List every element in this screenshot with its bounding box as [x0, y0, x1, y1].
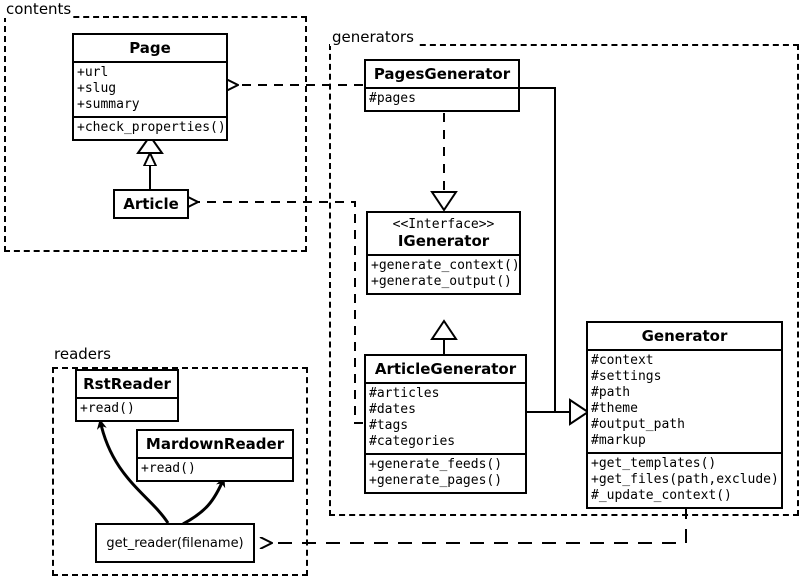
divider [368, 254, 519, 256]
class-mardownreader-operations: +read() [138, 459, 292, 480]
line-articlegenerator-depends-article [198, 202, 363, 424]
attribute-row: #output_path [591, 417, 685, 432]
divider [366, 382, 525, 384]
attribute-row: #articles [369, 386, 440, 401]
class-igenerator-stereotype: <<Interface>> [392, 217, 495, 232]
arrowhead-article-inherits-page [136, 134, 164, 154]
class-pagesgenerator[interactable]: PagesGenerator #pages [364, 59, 520, 112]
divider [366, 453, 525, 455]
arrowhead-realizes-igenerator [430, 191, 458, 212]
line-pagesgenerator-inherits-generator [520, 87, 570, 413]
divider [138, 457, 292, 459]
function-get-reader[interactable]: get_reader(filename) [95, 523, 255, 563]
class-page-name: Page [129, 39, 171, 57]
class-igenerator-operations: +generate_context() +generate_output() [368, 256, 520, 293]
attribute-row: +summary [77, 97, 140, 112]
class-rstreader[interactable]: RstReader +read() [75, 369, 179, 422]
operation-row: +generate_output() [371, 274, 512, 289]
function-get-reader-label: get_reader(filename) [106, 535, 244, 551]
divider [74, 61, 226, 63]
package-contents-label: contents [4, 0, 74, 18]
class-page-attributes: +url +slug +summary [74, 63, 226, 116]
divider [74, 116, 226, 118]
class-page-operations: +check_properties() [74, 118, 226, 139]
class-rstreader-operations: +read() [77, 399, 177, 420]
package-generators-label: generators [330, 28, 416, 46]
arrowhead-inherits-generator [569, 398, 590, 426]
attribute-row: #tags [369, 418, 409, 433]
attribute-row: #markup [591, 433, 646, 448]
class-article-name: Article [123, 195, 179, 213]
package-generators [329, 44, 799, 516]
attribute-row: #settings [591, 369, 662, 384]
operation-row: +read() [141, 461, 196, 476]
operation-row: +generate_pages() [369, 473, 503, 488]
class-articlegenerator[interactable]: ArticleGenerator #articles #dates #tags … [364, 354, 527, 494]
divider [77, 397, 177, 399]
class-articlegenerator-attributes: #articles #dates #tags #categories [366, 384, 525, 453]
attribute-row: #context [591, 353, 654, 368]
operation-row: +get_templates() [591, 456, 717, 471]
attribute-row: +slug [77, 81, 117, 96]
class-mardownreader[interactable]: MardownReader +read() [136, 429, 294, 482]
line-getreader-returns-rstreader [96, 419, 170, 524]
class-generator-operations: +get_templates() +get_files(path,exclude… [588, 454, 781, 507]
class-pagesgenerator-attributes: #pages [366, 89, 518, 110]
attribute-row: #dates [369, 402, 416, 417]
operation-row: #_update_context() [591, 488, 732, 503]
class-page[interactable]: Page +url +slug +summary +check_properti… [72, 33, 228, 141]
class-igenerator[interactable]: <<Interface>> IGenerator +generate_conte… [366, 211, 521, 295]
line-generator-depends-getreader [272, 505, 687, 543]
attribute-row: +url [77, 65, 109, 80]
operation-row: +read() [80, 401, 135, 416]
class-articlegenerator-operations: +generate_feeds() +generate_pages() [366, 455, 525, 492]
divider [366, 87, 518, 89]
class-generator[interactable]: Generator #context #settings #path #them… [586, 321, 783, 509]
divider [588, 349, 781, 351]
operation-row: +generate_context() [371, 258, 520, 273]
class-igenerator-name: IGenerator [397, 232, 490, 250]
operation-row: +generate_feeds() [369, 457, 503, 472]
operation-row: +get_files(path,exclude) [591, 472, 779, 487]
attribute-row: #path [591, 385, 631, 400]
divider [588, 452, 781, 454]
class-article[interactable]: Article [113, 189, 189, 219]
operation-row: +check_properties() [77, 120, 226, 135]
class-generator-attributes: #context #settings #path #theme #output_… [588, 351, 781, 452]
class-rstreader-name: RstReader [83, 375, 171, 393]
package-contents [4, 16, 307, 252]
arrowhead-inherits-igenerator [430, 319, 458, 340]
line-getreader-returns-mardownreader [182, 477, 226, 526]
attribute-row: #theme [591, 401, 638, 416]
package-readers [52, 367, 308, 576]
attribute-row: #pages [369, 91, 416, 106]
class-articlegenerator-name: ArticleGenerator [374, 360, 517, 378]
class-pagesgenerator-name: PagesGenerator [373, 65, 511, 83]
class-mardownreader-name: MardownReader [145, 435, 285, 453]
attribute-row: #categories [369, 434, 456, 449]
package-readers-label: readers [52, 345, 113, 363]
class-generator-name: Generator [641, 327, 728, 345]
